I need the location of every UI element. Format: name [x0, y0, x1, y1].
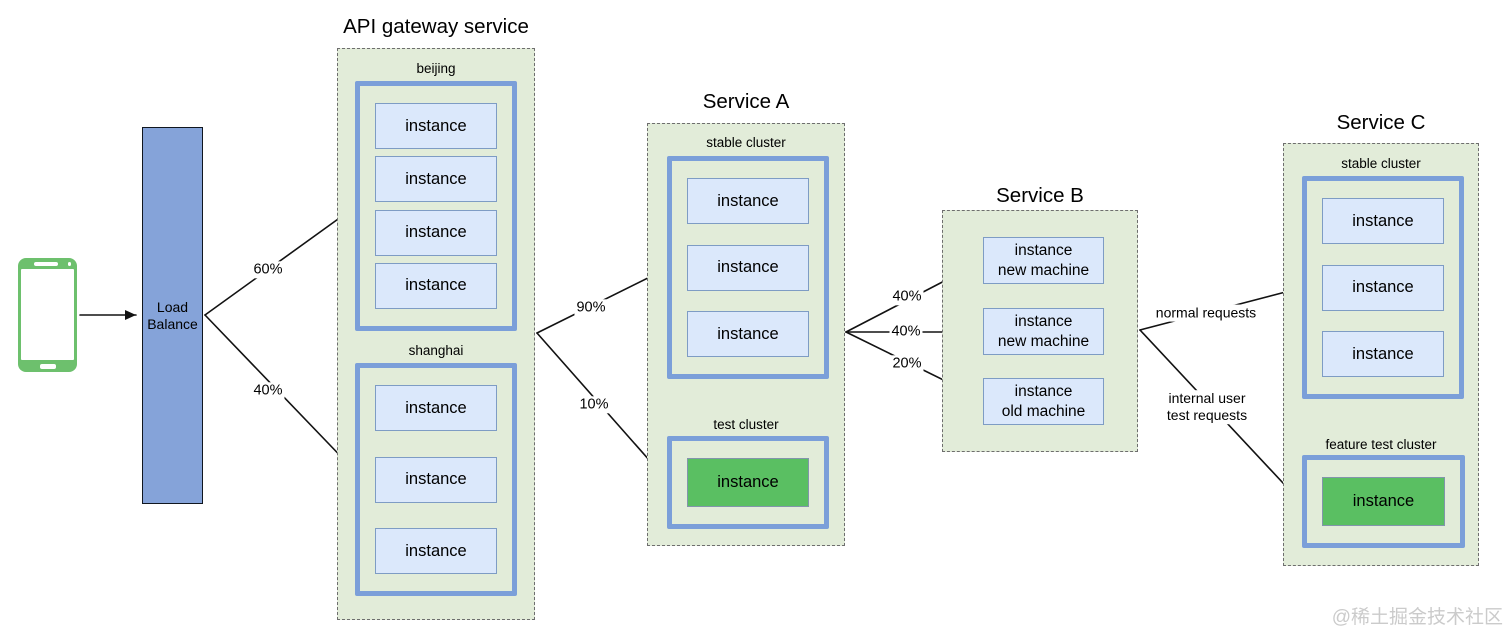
- instance-box: instance: [375, 528, 497, 574]
- load-balancer-label: Load Balance: [147, 298, 198, 332]
- instance-box: instance new machine: [983, 237, 1104, 284]
- cluster-beijing: instance instance instance instance: [355, 81, 517, 331]
- edge-label-line1: internal user: [1168, 390, 1246, 407]
- service-a-title: Service A: [702, 90, 790, 113]
- gateway-title: API gateway service: [343, 15, 529, 38]
- instance-box: instance: [375, 385, 497, 431]
- test-instance-box: instance: [1322, 477, 1445, 526]
- test-instance-box: instance: [687, 458, 809, 507]
- instance-box: instance new machine: [983, 308, 1104, 355]
- cluster-label-test-a: test cluster: [713, 417, 779, 432]
- cluster-label-stable-a: stable cluster: [706, 135, 786, 150]
- service-c-container: stable cluster instance instance instanc…: [1283, 143, 1479, 566]
- phone-speaker-icon: [34, 262, 58, 266]
- cluster-label-stable-c: stable cluster: [1341, 156, 1421, 171]
- mobile-client-icon: [18, 258, 77, 372]
- service-a-container: stable cluster instance instance instanc…: [647, 123, 845, 546]
- instance-box: instance: [375, 156, 497, 203]
- edge-label-line2: test requests: [1166, 407, 1248, 423]
- instance-box: instance: [375, 262, 497, 309]
- edge-label-lb-shanghai: 40%: [251, 382, 285, 400]
- edge-label-gateway-stable: 90%: [574, 299, 608, 317]
- phone-camera-icon: [67, 262, 71, 266]
- gateway-container: beijing instance instance instance insta…: [337, 48, 535, 620]
- instance-box: instance: [687, 178, 809, 224]
- cluster-label-feature-test: feature test cluster: [1325, 437, 1437, 452]
- cluster-label-beijing: beijing: [416, 61, 456, 76]
- instance-box: instance: [375, 209, 497, 256]
- cluster-stable-a: instance instance instance: [667, 156, 829, 379]
- phone-screen: [21, 269, 74, 360]
- edge-label-a-b-bottom: 20%: [890, 355, 924, 373]
- edge-label-normal-requests: normal requests: [1153, 304, 1259, 322]
- edge-label-internal-test-requests: internal user test requests: [1164, 390, 1250, 424]
- instance-box: instance old machine: [983, 378, 1104, 425]
- instance-box: instance: [1322, 331, 1444, 377]
- instance-label: instance: [1014, 241, 1073, 259]
- service-b-title: Service B: [996, 184, 1084, 207]
- machine-label: new machine: [997, 261, 1090, 279]
- load-balancer-node: Load Balance: [142, 127, 203, 504]
- edge-label-a-b-top: 40%: [890, 288, 924, 306]
- edge-label-a-b-mid: 40%: [889, 323, 923, 341]
- instance-box: instance: [1322, 198, 1444, 244]
- cluster-stable-c: instance instance instance: [1302, 176, 1464, 399]
- phone-home-button-icon: [39, 364, 56, 369]
- machine-label: old machine: [1001, 402, 1086, 420]
- instance-box: instance: [375, 456, 497, 503]
- edge-label-lb-beijing: 60%: [251, 261, 285, 279]
- edge-label-gateway-test: 10%: [577, 396, 611, 414]
- machine-label: new machine: [997, 332, 1090, 350]
- cluster-label-shanghai: shanghai: [408, 343, 464, 358]
- instance-box: instance: [375, 103, 497, 149]
- instance-box: instance: [687, 311, 809, 357]
- cluster-shanghai: instance instance instance: [355, 363, 517, 596]
- watermark: @稀土掘金技术社区: [1331, 607, 1503, 628]
- instance-label: instance: [1014, 312, 1073, 330]
- instance-box: instance: [1322, 264, 1444, 311]
- cluster-feature-test: instance: [1302, 455, 1465, 548]
- cluster-test-a: instance: [667, 436, 829, 529]
- instance-box: instance: [687, 244, 809, 291]
- instance-label: instance: [1014, 382, 1073, 400]
- service-b-container: instance new machine instance new machin…: [942, 210, 1138, 452]
- service-c-title: Service C: [1336, 111, 1426, 134]
